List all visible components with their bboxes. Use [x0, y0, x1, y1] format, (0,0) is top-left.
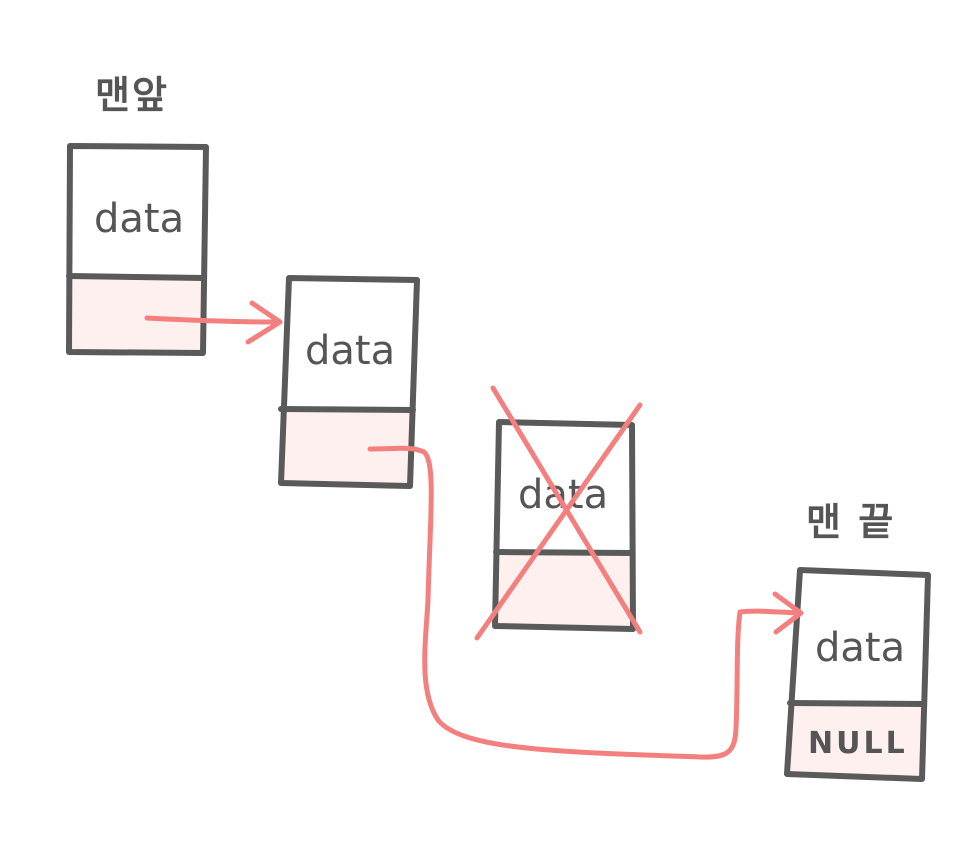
node-4-data-label: data	[815, 625, 905, 671]
tail-label: 맨 끝	[806, 500, 895, 544]
node-3-data-label: data	[518, 472, 608, 518]
node-3-divider	[493, 549, 635, 556]
head-label: 맨앞	[95, 73, 169, 117]
node-4: data NULL	[784, 567, 931, 782]
node-4-pointer-cell	[789, 704, 923, 777]
node-2-box	[278, 275, 420, 489]
node-1-data-label: data	[94, 196, 184, 242]
node-3-box	[492, 419, 636, 632]
node-2-divider	[278, 406, 416, 413]
node-2: data	[278, 275, 420, 489]
node-4-divider	[787, 700, 927, 707]
arrow-1-line	[144, 315, 281, 325]
arrow-node1-to-node2	[144, 300, 283, 345]
arrow-2-line	[367, 445, 801, 760]
node-3-deleted: data	[474, 385, 643, 641]
arrow-2-head	[772, 591, 804, 635]
node-1-pointer-cell	[69, 276, 203, 353]
node-3-pointer-cell	[497, 553, 632, 628]
arrow-1-head	[245, 300, 283, 345]
node-4-null-label: NULL	[808, 726, 908, 761]
node-2-data-label: data	[305, 328, 395, 374]
delete-cross-stroke-2	[474, 402, 643, 641]
node-1-divider	[66, 273, 207, 281]
arrow-node2-to-node4	[367, 445, 804, 760]
node-1: data	[66, 143, 209, 356]
node-1-box	[66, 143, 209, 356]
